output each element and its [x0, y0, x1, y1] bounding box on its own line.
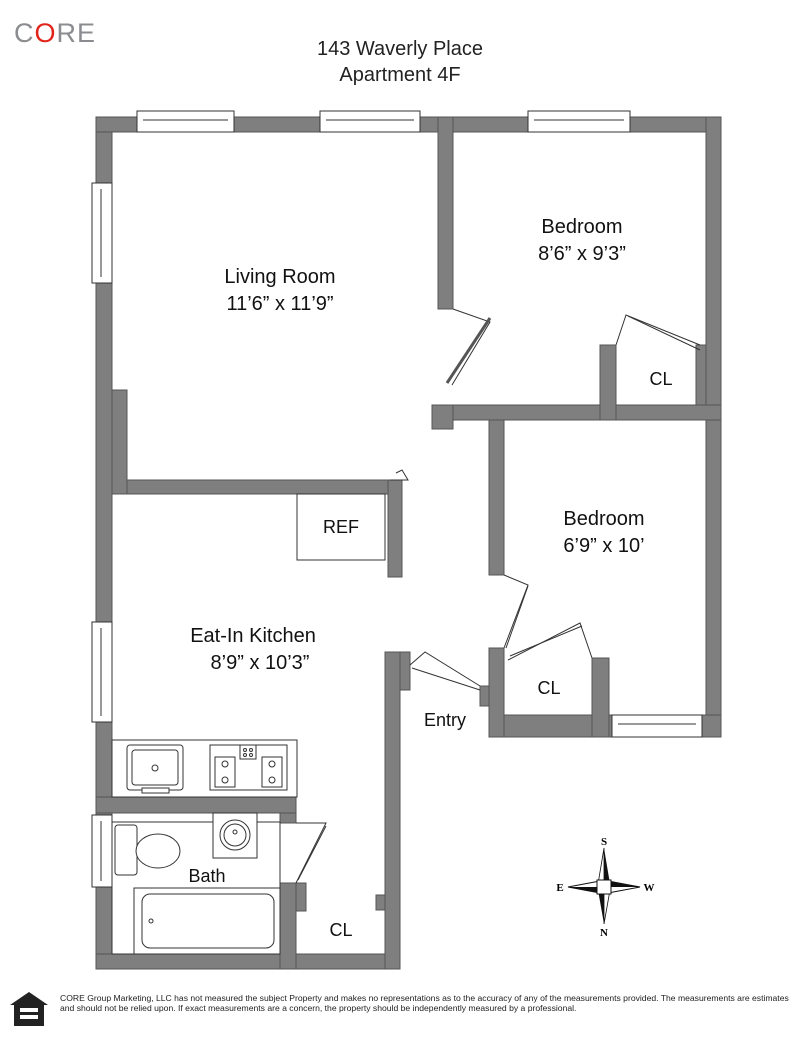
bedroom-2-name: Bedroom — [563, 508, 644, 530]
windows — [91, 110, 703, 888]
equal-housing-icon — [10, 992, 48, 1026]
closet-2-name: CL — [537, 678, 560, 698]
compass-e: E — [556, 882, 563, 894]
toilet-tank — [114, 824, 138, 876]
bedroom-2-dims: 6’9” x 10’ — [563, 535, 644, 557]
bedroom-1-dims: 8’6” x 9’3” — [538, 243, 626, 265]
refrigerator-box — [296, 493, 386, 561]
living-room-name: Living Room — [224, 266, 335, 288]
bath-name: Bath — [188, 866, 225, 886]
closet-1-name: CL — [649, 369, 672, 389]
compass: S E W N — [556, 836, 654, 939]
core-logo: CORE — [14, 18, 97, 48]
bedroom-1-name: Bedroom — [541, 216, 622, 238]
disclaimer: CORE Group Marketing, LLC has not measur… — [60, 993, 789, 1014]
fixtures — [111, 493, 386, 955]
compass-s: S — [601, 836, 607, 848]
address-line-2: Apartment 4F — [339, 64, 461, 86]
doors — [295, 308, 701, 884]
toilet-bowl — [135, 833, 181, 869]
room-labels: Living Room 11’6” x 11’9” Bedroom 8’6” x… — [188, 216, 672, 940]
living-room-dims: 11’6” x 11’9” — [226, 293, 333, 315]
kitchen-name: Eat-In Kitchen — [190, 625, 316, 647]
kitchen-dims: 8’9” x 10’3” — [211, 652, 310, 674]
ref-label: REF — [323, 517, 359, 537]
compass-n: N — [600, 927, 608, 939]
entry-name: Entry — [424, 710, 466, 730]
address-line-1: 143 Waverly Place — [317, 38, 483, 60]
compass-w: W — [644, 882, 655, 894]
closet-3-name: CL — [329, 920, 352, 940]
